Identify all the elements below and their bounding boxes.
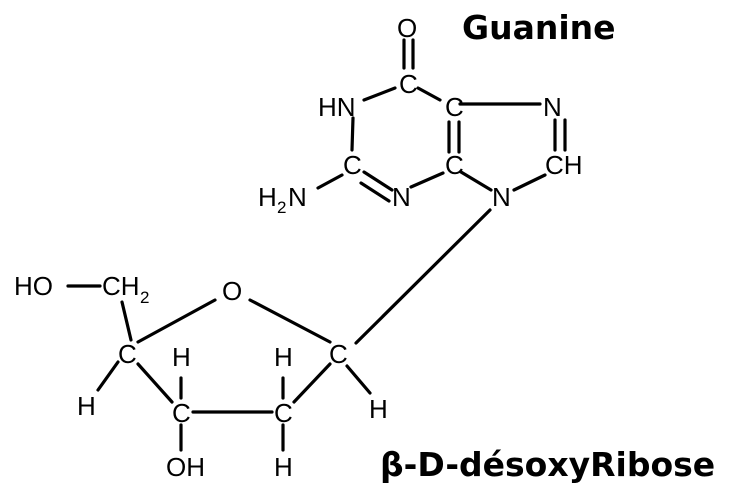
atom-h3-prime-top: H (172, 342, 191, 372)
atom-c6: C (399, 69, 418, 99)
atom-ch2-subscript: 2 (140, 288, 149, 307)
atom-c5: C (445, 92, 464, 122)
atom-n3: N (392, 182, 411, 212)
atom-h4-prime: H (77, 391, 96, 421)
atom-c4: C (445, 150, 464, 180)
deoxyribose-title: β-D-désoxyRibose (380, 445, 715, 484)
atom-c3-prime: C (172, 398, 191, 428)
atom-h1-prime: H (369, 394, 388, 424)
atom-ho: HO (14, 271, 53, 301)
atom-amine-n: N (288, 182, 307, 212)
atom-c4-prime: C (118, 339, 137, 369)
atom-ch2: CH (102, 271, 140, 301)
atom-oh-3-prime: OH (166, 452, 205, 482)
atom-n7: N (543, 92, 562, 122)
sugar-atoms: HO CH 2 O C H H C H C C H OH H (14, 271, 388, 482)
guanine-title: Guanine (462, 8, 616, 47)
guanine-atoms: O C HN C N C C CH H 2 N N N (258, 13, 583, 217)
atom-h2-prime-bottom: H (274, 452, 293, 482)
atom-hn1: HN (318, 92, 356, 122)
atom-amine-subscript: 2 (277, 198, 286, 217)
atom-n9: N (492, 182, 511, 212)
atom-o-ring: O (222, 276, 242, 306)
atom-o-carbonyl: O (397, 13, 417, 43)
atom-h2-prime-top: H (274, 342, 293, 372)
guanine-bonds (316, 38, 567, 203)
sugar-bonds (66, 284, 372, 452)
atom-c2: C (343, 150, 362, 180)
atom-amine-h: H (258, 182, 277, 212)
atom-ch8: CH (545, 150, 583, 180)
atom-c2-prime: C (274, 398, 293, 428)
glycosidic-bond (354, 208, 492, 345)
atom-c1-prime: C (329, 339, 348, 369)
